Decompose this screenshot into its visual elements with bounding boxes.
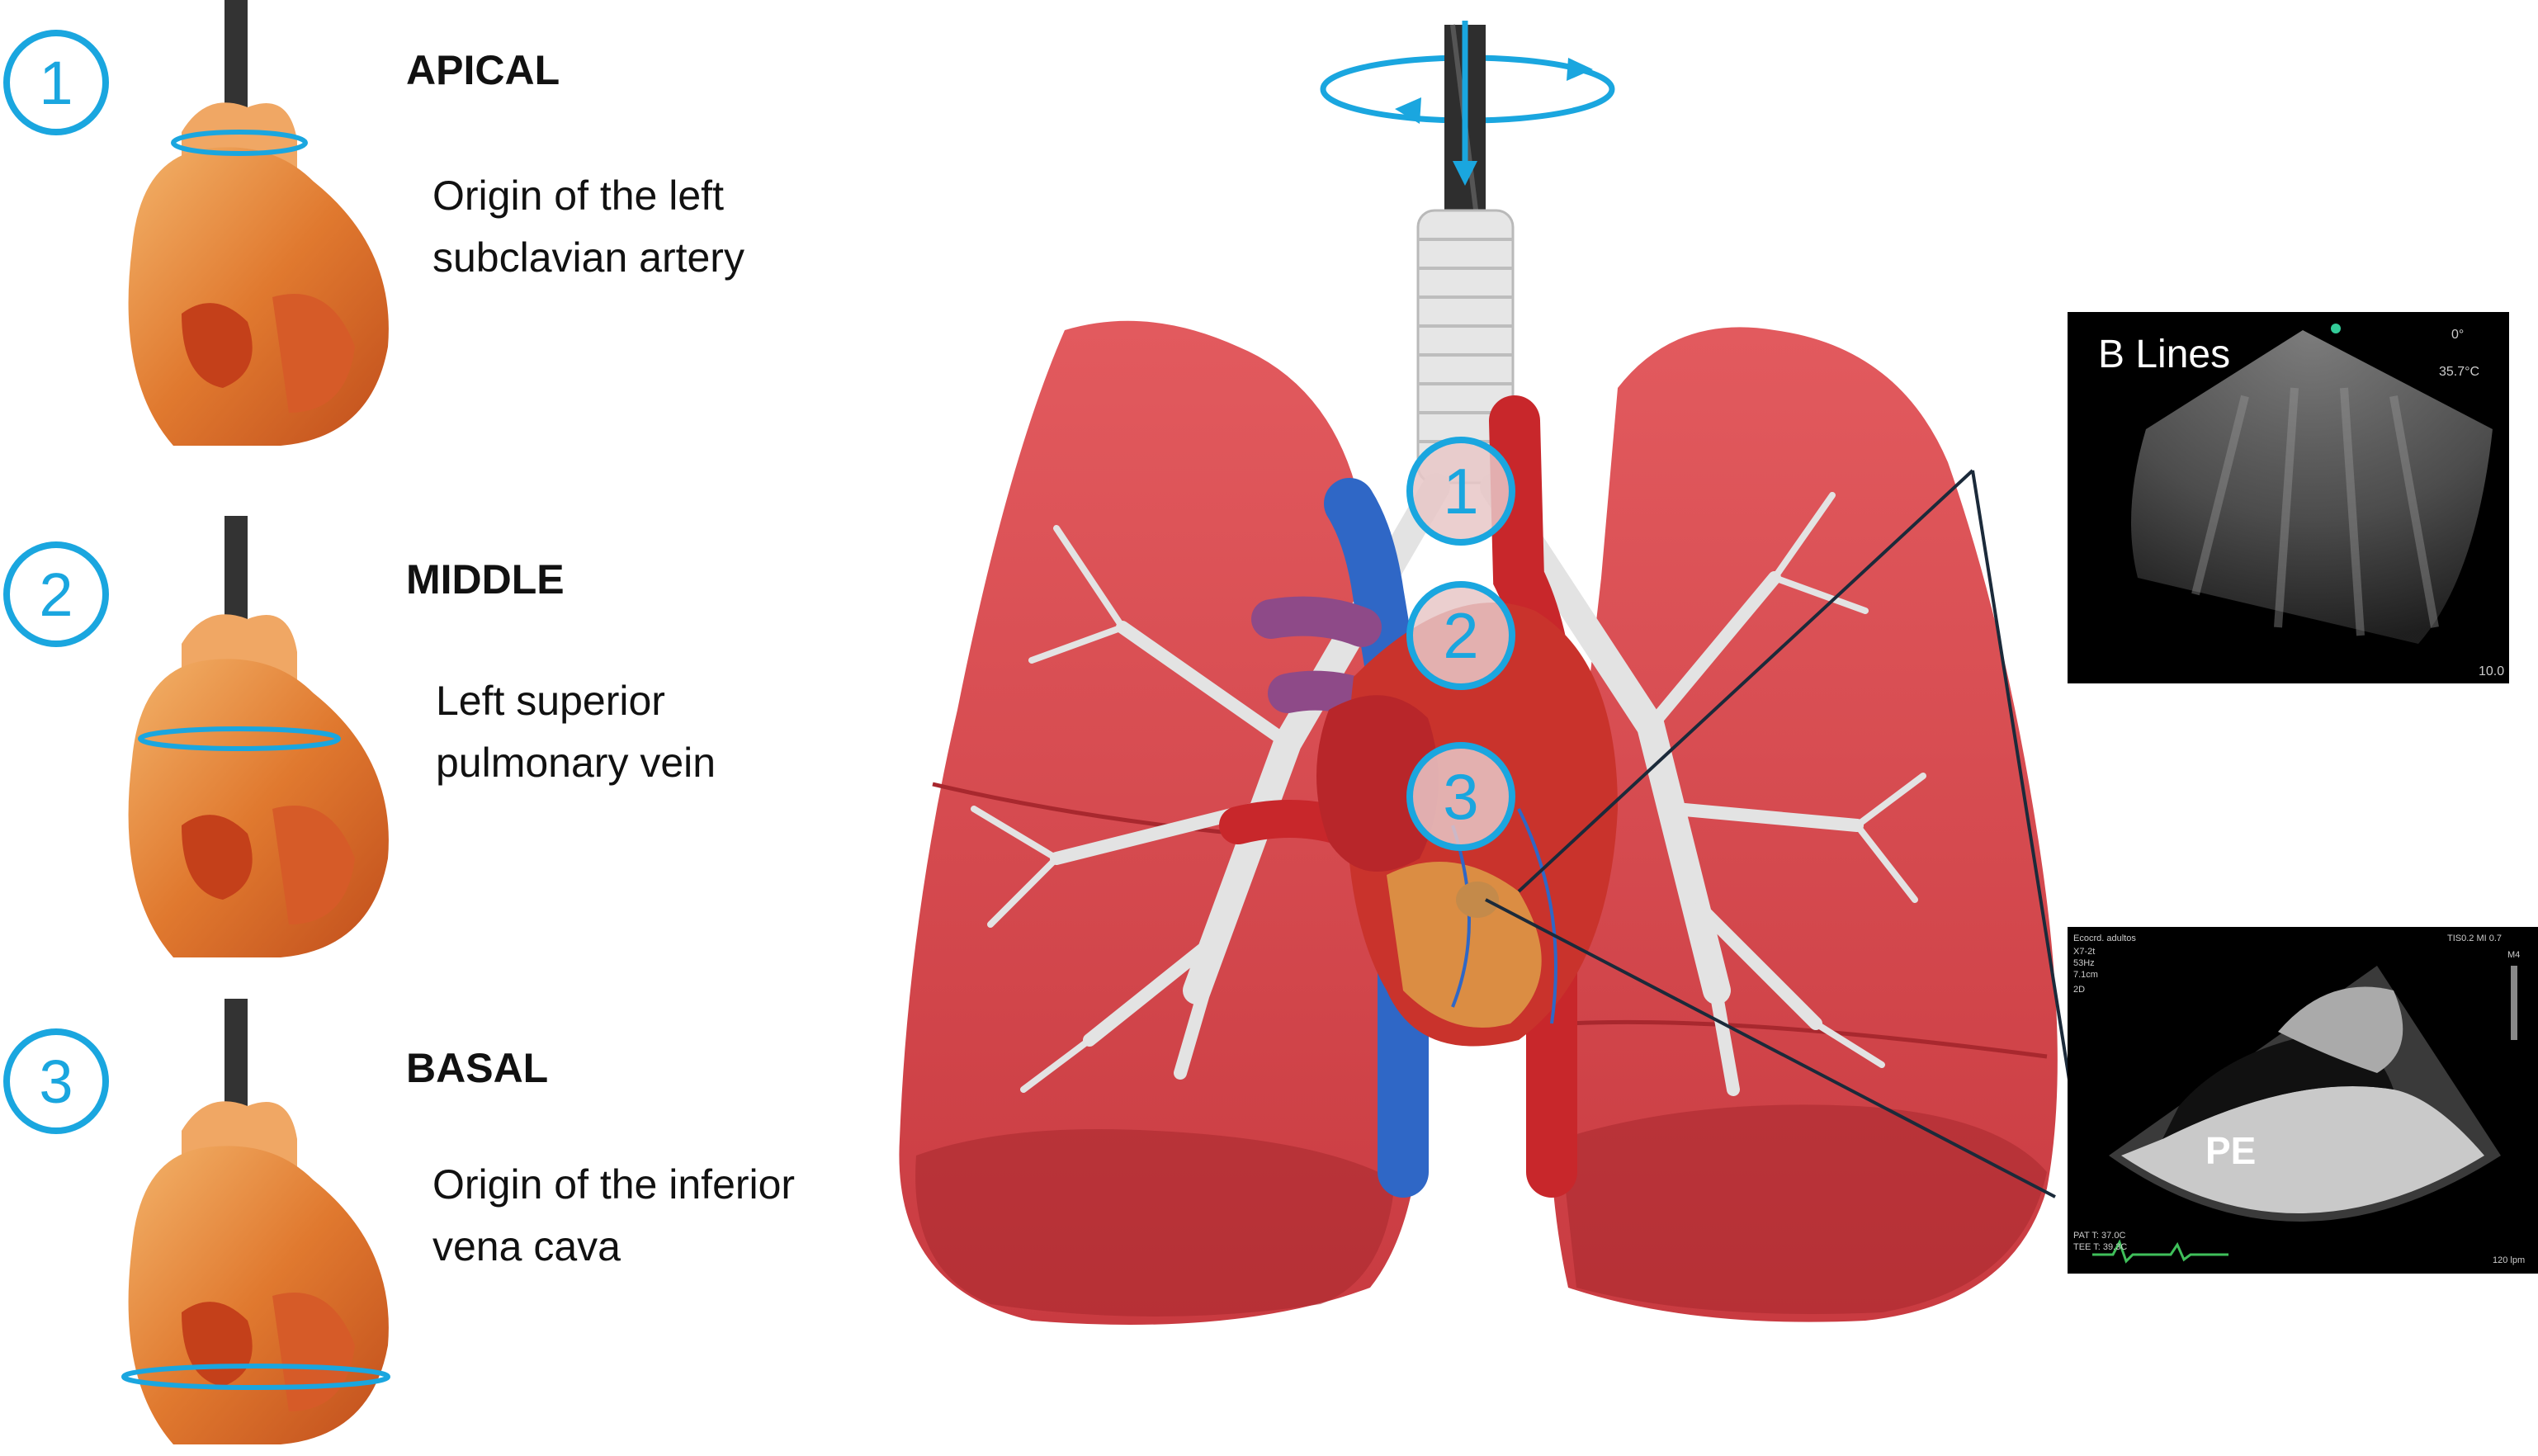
heart-thumbnail-basal <box>121 999 390 1444</box>
level-title-apical: APICAL <box>406 47 560 93</box>
svg-text:1: 1 <box>39 49 73 117</box>
level-description-basal-line1: Origin of the inferior <box>432 1161 796 1208</box>
level-badge-3: 3 <box>3 1028 109 1134</box>
level-badge-2: 2 <box>3 541 109 647</box>
level-description-middle-line2: pulmonary vein <box>436 740 716 786</box>
svg-text:7.1cm: 7.1cm <box>2073 970 2098 980</box>
svg-text:B Lines: B Lines <box>2098 333 2230 376</box>
svg-text:35.7°C: 35.7°C <box>2439 365 2479 379</box>
svg-text:PE: PE <box>2205 1129 2256 1172</box>
svg-text:TIS0.2 MI 0.7: TIS0.2 MI 0.7 <box>2447 934 2502 943</box>
svg-text:Ecocrd. adultos: Ecocrd. adultos <box>2073 934 2136 943</box>
level-description-apical-line1: Origin of the left <box>432 173 724 219</box>
diagram-marker-2: 2 <box>1406 581 1515 690</box>
level-title-middle: MIDDLE <box>406 556 565 603</box>
level-description-middle-line1: Left superior <box>436 678 665 724</box>
diagram-marker-1: 1 <box>1406 437 1515 546</box>
level-title-basal: BASAL <box>406 1045 549 1091</box>
diagram-marker-3: 3 <box>1406 742 1515 851</box>
svg-text:3: 3 <box>1443 760 1478 833</box>
svg-text:53Hz: 53Hz <box>2073 958 2095 968</box>
svg-text:2: 2 <box>39 560 73 629</box>
svg-text:3: 3 <box>39 1047 73 1116</box>
trachea <box>1416 209 1515 485</box>
svg-text:PAT T: 37.0C: PAT T: 37.0C <box>2073 1231 2125 1241</box>
svg-text:X7-2t: X7-2t <box>2073 947 2095 957</box>
level-description-basal-line2: vena cava <box>432 1223 621 1269</box>
svg-text:1: 1 <box>1443 455 1478 527</box>
ultrasound-panel-b-lines: B Lines 0° 35.7°C 10.0 <box>2068 312 2509 683</box>
ultrasound-panel-pe: PE Ecocrd. adultos TIS0.2 MI 0.7 X7-2t 5… <box>2068 927 2538 1274</box>
tee-probe <box>1444 21 1486 224</box>
heart-thumbnail-apical <box>128 0 389 447</box>
svg-text:0°: 0° <box>2451 328 2464 342</box>
right-lung <box>899 320 1423 1325</box>
svg-text:TEE T: 39.3C: TEE T: 39.3C <box>2073 1242 2127 1252</box>
level-badge-1: 1 <box>3 30 109 135</box>
level-description-apical-line2: subclavian artery <box>432 234 744 281</box>
svg-text:2D: 2D <box>2073 985 2085 995</box>
heart-thumbnail-middle <box>128 516 389 957</box>
svg-text:M4: M4 <box>2507 950 2520 960</box>
svg-text:120 lpm: 120 lpm <box>2493 1255 2525 1265</box>
svg-text:2: 2 <box>1443 599 1478 672</box>
svg-text:10.0: 10.0 <box>2479 664 2504 678</box>
callout-lines <box>1485 469 2082 1198</box>
